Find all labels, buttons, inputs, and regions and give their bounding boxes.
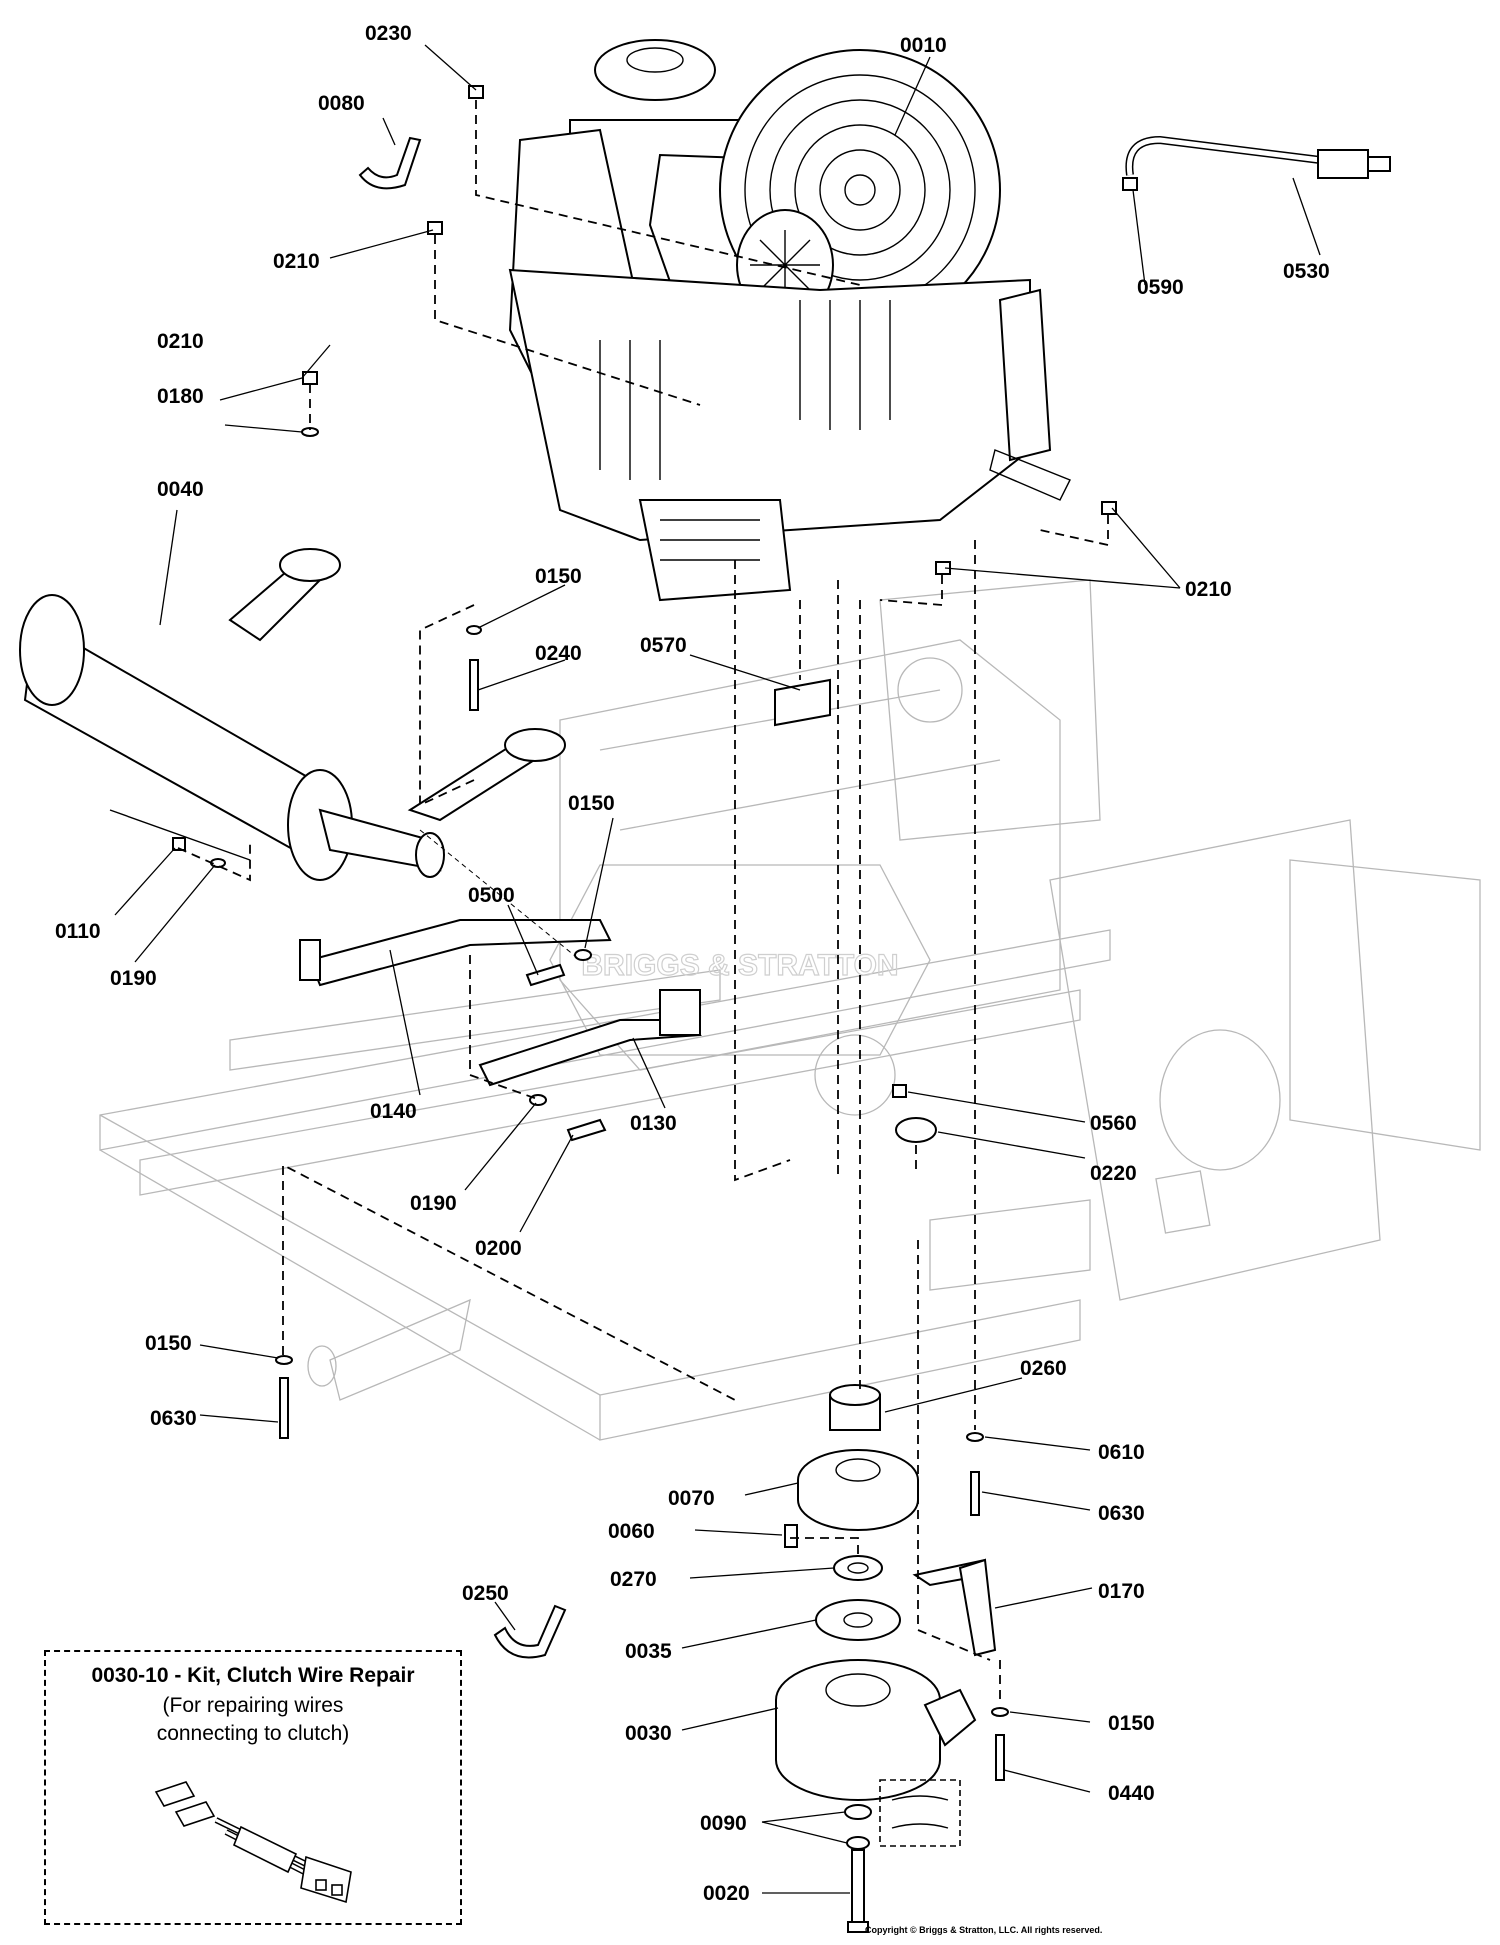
callout-0630-right: 0630 — [1098, 1502, 1145, 1525]
callout-0150-lower-right: 0150 — [1108, 1712, 1155, 1735]
callout-0530: 0530 — [1283, 260, 1330, 283]
callout-0190-left: 0190 — [110, 967, 157, 990]
copyright-notice: Copyright © Briggs & Stratton, LLC. All … — [865, 1925, 1103, 1935]
callout-0070: 0070 — [668, 1487, 715, 1510]
callout-0035: 0035 — [625, 1640, 672, 1663]
callout-0090: 0090 — [700, 1812, 747, 1835]
callout-0150-middle: 0150 — [568, 792, 615, 815]
leader-lines — [114, 44, 1321, 1894]
callout-0140: 0140 — [370, 1100, 417, 1123]
callout-0150-upper: 0150 — [535, 565, 582, 588]
assembly-lines — [177, 100, 1109, 1705]
brand-watermark: BRIGGS & STRATTON — [581, 949, 898, 982]
callout-0240: 0240 — [535, 642, 582, 665]
wire-connector-illustration — [154, 1781, 352, 1904]
callout-0190-middle: 0190 — [410, 1192, 457, 1215]
callout-labels: 0230 0010 0080 0210 0590 0530 0210 0180 … — [55, 22, 1330, 1905]
callout-0210-top: 0210 — [273, 250, 320, 273]
callout-0060: 0060 — [608, 1520, 655, 1543]
callout-0250: 0250 — [462, 1582, 509, 1605]
callout-0130: 0130 — [630, 1112, 677, 1135]
callout-0590: 0590 — [1137, 276, 1184, 299]
callout-0210-left: 0210 — [157, 330, 204, 353]
callout-0170: 0170 — [1098, 1580, 1145, 1603]
callout-0210-right: 0210 — [1185, 578, 1232, 601]
callout-0150-lower-left: 0150 — [145, 1332, 192, 1355]
bracket-0170 — [912, 1558, 997, 1657]
callout-0630-left: 0630 — [150, 1407, 197, 1430]
callout-0080: 0080 — [318, 92, 365, 115]
callout-0030: 0030 — [625, 1722, 672, 1745]
callout-0010: 0010 — [900, 34, 947, 57]
clamps — [358, 136, 567, 1659]
callout-0440: 0440 — [1108, 1782, 1155, 1805]
callout-0020: 0020 — [703, 1882, 750, 1905]
fasteners — [172, 85, 1117, 1781]
callout-0040: 0040 — [157, 478, 204, 501]
callout-0610: 0610 — [1098, 1441, 1145, 1464]
callout-0200: 0200 — [475, 1237, 522, 1260]
brackets — [299, 919, 702, 1087]
callout-0180: 0180 — [157, 385, 204, 408]
callout-0230: 0230 — [365, 22, 412, 45]
callout-0220: 0220 — [1090, 1162, 1137, 1185]
callout-0570: 0570 — [640, 634, 687, 657]
callout-0110: 0110 — [55, 920, 101, 943]
engine-0010 — [508, 39, 1071, 602]
mower-frame: BRIGGS & STRATTON — [99, 579, 1481, 1441]
callout-0270: 0270 — [610, 1568, 657, 1591]
callout-0560: 0560 — [1090, 1112, 1137, 1135]
callout-0260: 0260 — [1020, 1357, 1067, 1380]
kit-description-line-1: (For repairing wires — [162, 1694, 344, 1717]
kit-clutch-wire-repair-box: 0030-10 - Kit, Clutch Wire Repair (For r… — [44, 1650, 462, 1925]
callout-0500: 0500 — [468, 884, 515, 907]
fuel-line-0530 — [1122, 135, 1391, 191]
kit-title: 0030-10 - Kit, Clutch Wire Repair — [91, 1664, 415, 1687]
clutch-stack — [775, 1384, 977, 1933]
muffler-0040 — [19, 548, 566, 881]
kit-description-line-2: connecting to clutch) — [156, 1722, 350, 1745]
